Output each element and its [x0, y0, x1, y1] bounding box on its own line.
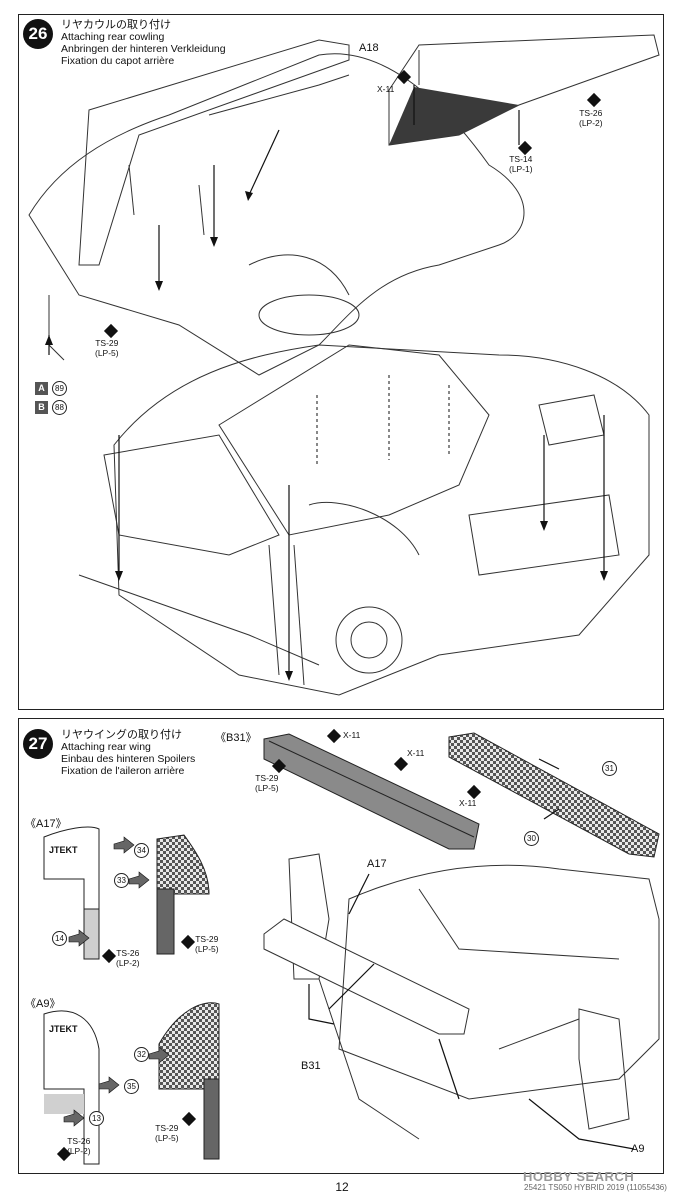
step-26-number: 26	[23, 19, 53, 49]
part-label-b31: B31	[301, 1060, 321, 1072]
paint-code-ts14: TS-14	[509, 154, 533, 164]
paint-code-lp2: (LP-2)	[579, 117, 603, 128]
ref-b-letter: B	[35, 401, 48, 414]
paint-label-x11-c: X-11	[459, 798, 477, 808]
part-label-a18: A18	[359, 42, 379, 54]
paint-label-x11-b: X-11	[407, 748, 425, 758]
ref-a-letter: A	[35, 382, 48, 395]
step-26-titles: リヤカウルの取り付け Attaching rear cowling Anbrin…	[61, 18, 226, 68]
step-26-title-en: Attaching rear cowling	[61, 31, 165, 43]
step-27-number: 27	[23, 729, 53, 759]
paint-code-lp5-a: (LP-5)	[255, 782, 279, 793]
paint-label-ts26-a: TS-26 (LP-2)	[116, 948, 140, 968]
paint-label-ts29: TS-29 (LP-5)	[95, 338, 119, 358]
decal-number-33: 33	[114, 873, 129, 888]
paint-code-lp2-b: (LP-2)	[67, 1145, 91, 1156]
ref-a-number: 89	[52, 381, 67, 396]
decal-number-14: 14	[52, 931, 67, 946]
paint-code-lp5: (LP-5)	[95, 347, 119, 358]
paint-label-ts29-a: TS-29 (LP-5)	[255, 773, 279, 793]
heading-a17: 《A17》	[25, 818, 67, 830]
paint-code-lp5-b: (LP-5)	[195, 943, 219, 954]
step-27-panel: 27 リヤウイングの取り付け Attaching rear wing Einba…	[18, 718, 664, 1174]
paint-code-ts26-b: TS-26	[67, 1136, 91, 1146]
decal-number-31: 31	[602, 761, 617, 776]
ref-b-number: 88	[52, 400, 67, 415]
decal-ref-a: A 89	[35, 381, 67, 396]
paint-code-ts26: TS-26	[579, 108, 603, 118]
paint-label-ts29-c: TS-29 (LP-5)	[155, 1123, 179, 1143]
paint-code-ts26-a: TS-26	[116, 948, 140, 958]
paint-label-ts29-b: TS-29 (LP-5)	[195, 934, 219, 954]
paint-code-ts29-c: TS-29	[155, 1123, 179, 1133]
decal-number-34: 34	[134, 843, 149, 858]
step-26-title-de: Anbringen der hinteren Verkleidung	[61, 43, 226, 55]
step-27-illustration	[43, 732, 660, 1165]
paint-label-x11: X-11	[377, 84, 395, 94]
paint-code-ts29: TS-29	[95, 338, 119, 348]
page-number: 12	[335, 1180, 349, 1194]
heading-b31: 《B31》	[215, 732, 257, 744]
footer-code: 25421 TS050 HYBRID 2019 (11055436)	[524, 1183, 667, 1192]
step-27-title-en: Attaching rear wing	[61, 741, 151, 753]
step-27-title-de: Einbau des hinteren Spoilers	[61, 753, 196, 765]
paint-code-lp1: (LP-1)	[509, 163, 533, 174]
decal-ref-b: B 88	[35, 400, 67, 415]
step-27-titles: リヤウイングの取り付け Attaching rear wing Einbau d…	[61, 728, 196, 778]
step-26-illustration	[28, 34, 660, 696]
step-27-title-jp: リヤウイングの取り付け	[61, 728, 182, 741]
paint-code-lp5-c: (LP-5)	[155, 1132, 179, 1143]
paint-label-x11-a: X-11	[343, 730, 361, 740]
paint-code-ts29-a: TS-29	[255, 773, 279, 783]
decal-number-32: 32	[134, 1047, 149, 1062]
part-label-a9: A9	[631, 1143, 645, 1155]
paint-label-ts26: TS-26 (LP-2)	[579, 108, 603, 128]
decal-number-35: 35	[124, 1079, 139, 1094]
step-27-title-fr: Fixation de l'aileron arrière	[61, 765, 185, 777]
logo-jtekt-a9: JTEKT	[49, 1024, 78, 1034]
decal-number-30: 30	[524, 831, 539, 846]
paint-label-ts26-b: TS-26 (LP-2)	[67, 1136, 91, 1156]
paint-code-ts29-b: TS-29	[195, 934, 219, 944]
step-26-title-jp: リヤカウルの取り付け	[61, 18, 171, 31]
paint-label-ts14: TS-14 (LP-1)	[509, 154, 533, 174]
step-26-title-fr: Fixation du capot arrière	[61, 55, 175, 67]
paint-code-lp2-a: (LP-2)	[116, 957, 140, 968]
part-label-a17: A17	[367, 858, 387, 870]
watermark: HOBBY SEARCH	[523, 1169, 635, 1184]
step-26-panel: 26 リヤカウルの取り付け Attaching rear cowling Anb…	[18, 14, 664, 710]
decal-number-13: 13	[89, 1111, 104, 1126]
heading-a9: 《A9》	[25, 998, 61, 1010]
logo-jtekt-a17: JTEKT	[49, 845, 78, 855]
